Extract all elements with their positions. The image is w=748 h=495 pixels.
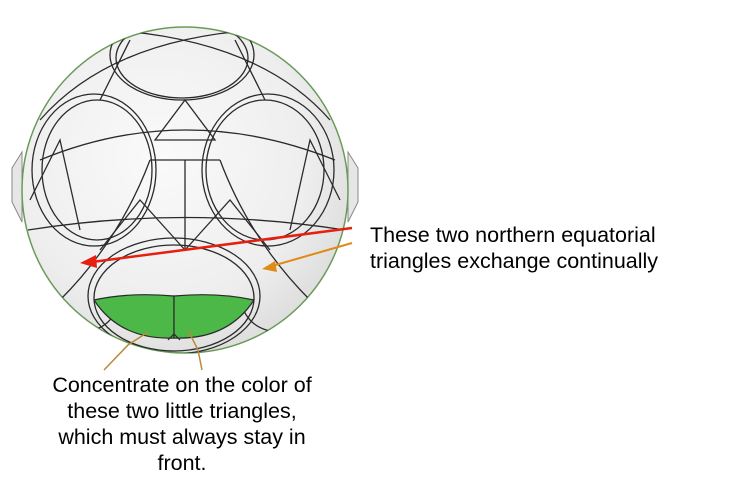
top-circle-inner: [115, 27, 249, 99]
right-side-tab: [347, 150, 359, 223]
grid-line: [99, 198, 186, 251]
color-annotation: Concentrate on the color of these two li…: [6, 372, 358, 476]
grid-line: [153, 98, 217, 141]
left-pointer-line: [103, 331, 149, 371]
exchange-annotation: These two northern equatorial triangles …: [370, 222, 748, 274]
color-annotation-line-1: Concentrate on the color of: [52, 373, 312, 397]
orange-arrow-line: [271, 242, 353, 267]
grid-line: [27, 216, 346, 231]
grid-line: [39, 29, 256, 121]
color-annotation-line-4: front.: [157, 451, 207, 475]
orange-arrow-head: [262, 261, 277, 272]
left-circle: [31, 93, 157, 247]
left-side-tab: [11, 150, 23, 223]
grid-line: [99, 39, 131, 101]
grid-line: [29, 138, 81, 231]
exchange-annotation-line-1: These two northern equatorial: [370, 223, 656, 247]
bottom-circle-inner: [93, 244, 255, 352]
grid-line: [39, 129, 336, 161]
red-arrow-line: [91, 226, 353, 264]
color-annotation-line-3: which must always stay in: [58, 425, 306, 449]
top-circle: [109, 27, 255, 101]
bottom-notch: [167, 333, 181, 341]
right-circle: [201, 93, 335, 247]
grid-line: [234, 39, 266, 101]
color-annotation-line-2: these two little triangles,: [67, 399, 297, 423]
red-arrow-head: [80, 255, 97, 268]
exchange-annotation-line-2: triangles exchange continually: [370, 249, 659, 273]
left-circle-inner: [41, 99, 153, 241]
grid-line: [289, 138, 341, 231]
grid-line: [184, 198, 271, 251]
right-green-triangle: [173, 294, 255, 339]
right-pointer-line: [187, 329, 203, 371]
grid-line: [109, 29, 331, 121]
